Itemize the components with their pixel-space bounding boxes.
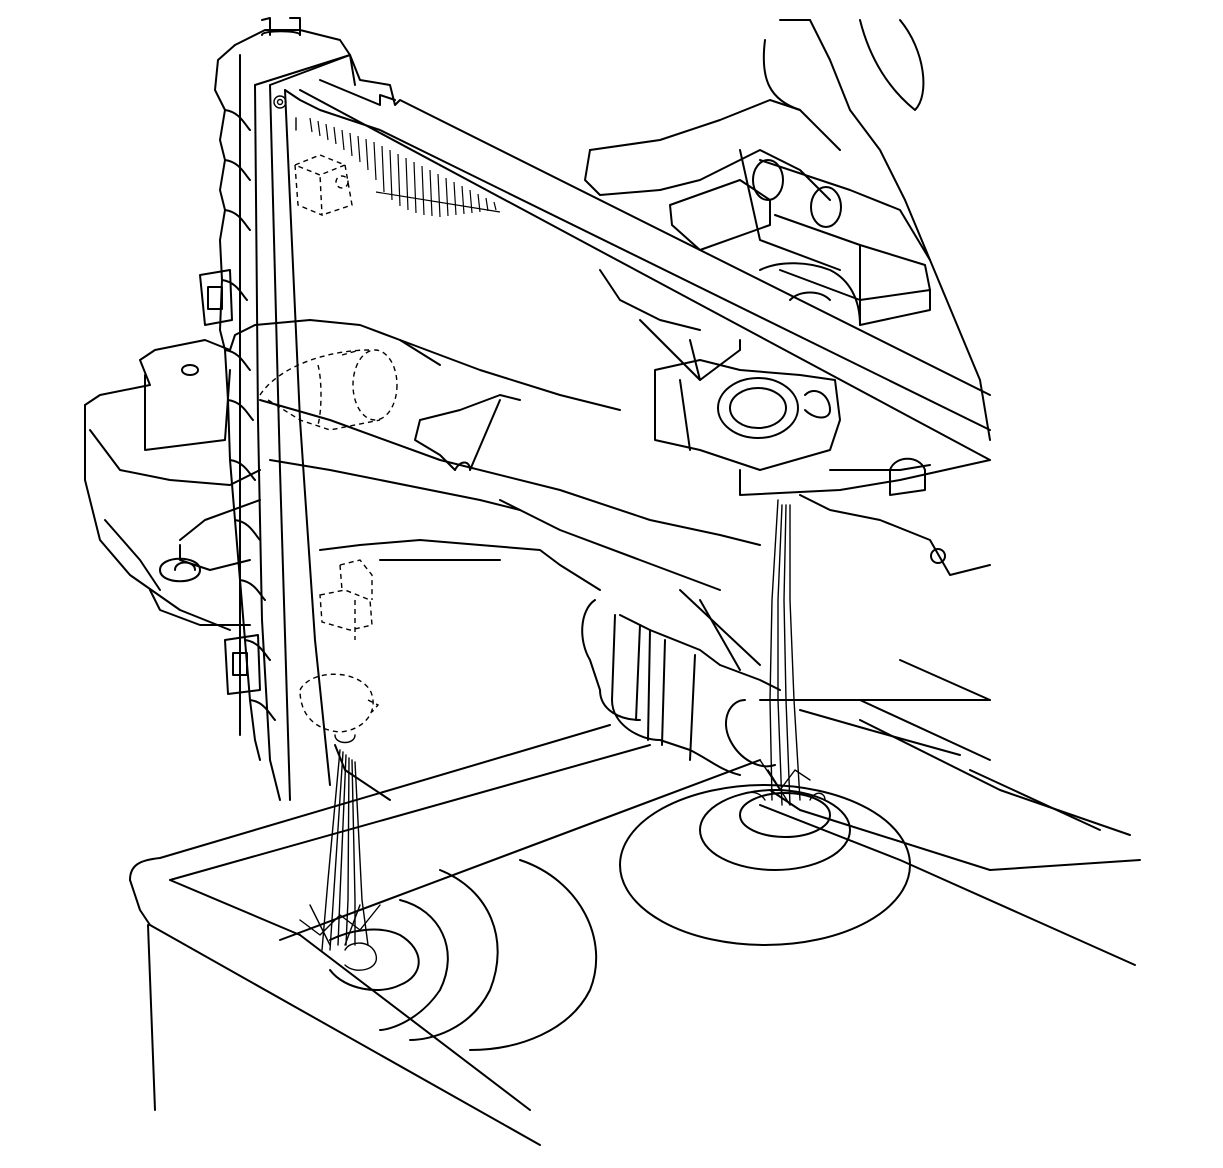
engine-block [584,19,991,441]
bracket-with-bore [654,359,991,576]
left-probe-wires [299,744,391,971]
rubber-boot [581,589,991,776]
battery-case [129,719,1141,1146]
hidden-components [259,154,398,744]
radiator [199,17,351,761]
frame-crossmember [84,319,761,631]
measuring-panel [254,54,991,801]
right-probe-wires [759,499,811,806]
battery-terminal-right [619,784,911,946]
panel-hatching [309,117,501,218]
battery-terminal-left [329,859,598,1051]
